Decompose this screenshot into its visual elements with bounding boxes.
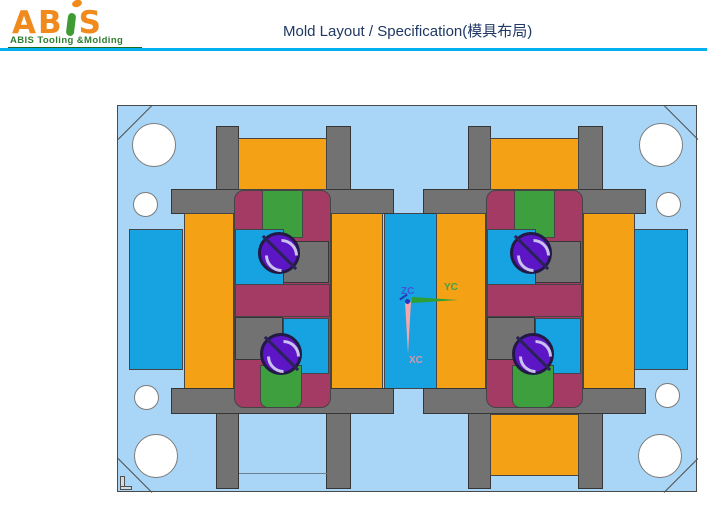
- clamp-block-top: [490, 138, 579, 190]
- return-pin-hole: [133, 192, 158, 217]
- support-pillar: [578, 126, 603, 190]
- support-pillar: [216, 126, 239, 190]
- axis-z-label: ZC: [401, 286, 415, 297]
- guide-pin-hole: [639, 123, 683, 167]
- guide-pin-hole: [132, 123, 176, 167]
- locating-screw-head: [260, 333, 302, 375]
- mold-unit-right: [423, 106, 646, 493]
- return-pin-hole: [656, 192, 681, 217]
- locating-screw-head: [258, 232, 300, 274]
- logo-wordmark: AB S: [12, 5, 103, 41]
- return-pin-hole: [134, 385, 159, 410]
- support-pillar: [326, 413, 351, 489]
- support-pillar: [326, 126, 351, 190]
- header-divider: [0, 48, 707, 51]
- locating-screw-head: [512, 333, 554, 375]
- empty-clamp-pocket-edge: [239, 473, 327, 474]
- logo-tagline: ABIS Tooling &Molding: [10, 35, 124, 46]
- mold-side-column: [583, 213, 635, 389]
- logo-wordmark-ab: AB: [12, 5, 64, 41]
- mold-side-column: [331, 213, 383, 389]
- support-pillar: [468, 126, 491, 190]
- guide-pin-hole: [134, 434, 178, 478]
- axis-z-origin-dot: [405, 299, 410, 304]
- insert-center-bar: [487, 284, 582, 317]
- return-pin-hole: [655, 383, 680, 408]
- guide-pin-hole: [638, 434, 682, 478]
- mold-base-plate: ZC YC XC: [117, 105, 699, 493]
- clamp-block-bottom: [490, 414, 579, 476]
- abis-logo: AB S ABIS Tooling &Molding: [8, 0, 142, 50]
- page-title: Mold Layout / Specification(模具布局): [283, 23, 533, 40]
- axis-y-label: YC: [444, 282, 458, 293]
- axis-x-arrow: [405, 302, 411, 354]
- axis-x-label: XC: [409, 355, 423, 366]
- axis-y-arrow: [412, 297, 458, 303]
- mold-unit-left: [171, 106, 394, 493]
- support-pillar: [216, 413, 239, 489]
- work-layer-icon: [120, 476, 134, 491]
- support-pillar: [578, 413, 603, 489]
- clamp-block-top: [238, 138, 327, 190]
- insert-center-bar: [235, 284, 330, 317]
- logo-leaf-i-icon: [65, 12, 76, 37]
- logo-wordmark-s: S: [78, 5, 103, 41]
- locating-screw-head: [510, 232, 552, 274]
- mold-side-column: [184, 213, 234, 389]
- support-pillar: [468, 413, 491, 489]
- side-slide-block-left: [129, 229, 183, 370]
